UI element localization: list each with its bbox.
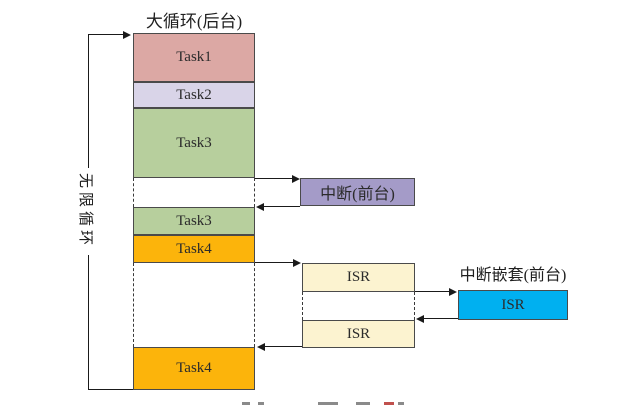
task4-label: Task4: [176, 240, 212, 257]
nested-isr-block: ISR: [458, 290, 568, 320]
task4-resume-label: Task4: [176, 360, 212, 376]
loop-vertical-line-lower: [88, 255, 89, 389]
task4-resume-block: Task4: [133, 347, 255, 390]
arrow-interrupt-return: [263, 206, 300, 207]
caption-clipped-mark: [356, 402, 370, 405]
arrow-isr-return-head-icon: [257, 343, 265, 351]
nested-interrupt-title: 中断嵌套(前台): [459, 267, 567, 284]
loop-bottom-line: [88, 389, 133, 390]
preempted-gap-interrupt: [133, 178, 255, 207]
arrow-nested-return: [423, 318, 458, 319]
interrupt-block: 中断(前台): [300, 178, 415, 206]
arrow-isr-to-nested: [415, 291, 450, 292]
task3-resume-label: Task3: [176, 212, 212, 229]
arrow-task4-to-isr-head-icon: [293, 259, 301, 267]
nested-isr-label: ISR: [501, 296, 525, 313]
task3-block: Task3: [133, 108, 255, 178]
caption-clipped-mark: [258, 402, 264, 405]
task3-label: Task3: [176, 134, 212, 151]
caption-clipped-mark: [384, 402, 394, 405]
caption-clipped-mark: [318, 402, 338, 405]
background-loop-title: 大循环(后台): [145, 12, 243, 31]
arrow-task3-to-interrupt-head-icon: [292, 175, 300, 183]
interrupt-label: 中断(前台): [320, 186, 395, 203]
caption-clipped-mark: [242, 402, 250, 405]
preempted-gap-isr: [133, 263, 255, 347]
arrow-nested-return-head-icon: [416, 315, 424, 323]
loop-top-arrowhead-icon: [123, 31, 131, 39]
isr1-block: ISR: [302, 263, 415, 292]
arrow-isr-return: [264, 346, 302, 347]
isr2-label: ISR: [346, 325, 371, 342]
task4-block: Task4: [133, 235, 255, 263]
task1-label: Task1: [176, 49, 212, 65]
arrow-task3-to-interrupt: [255, 178, 293, 179]
infinite-loop-label: 无限循环: [77, 172, 93, 249]
task2-block: Task2: [133, 82, 255, 108]
isr1-label: ISR: [346, 269, 371, 285]
loop-top-line: [88, 34, 125, 35]
caption-clipped-mark: [398, 402, 404, 405]
loop-vertical-line-upper: [88, 34, 89, 168]
arrow-task4-to-isr: [255, 262, 294, 263]
arrow-isr-to-nested-head-icon: [449, 288, 457, 296]
task3-resume-block: Task3: [133, 207, 255, 235]
isr2-block: ISR: [302, 320, 415, 348]
arrow-interrupt-return-head-icon: [256, 203, 264, 211]
task2-label: Task2: [176, 86, 212, 103]
task1-block: Task1: [133, 33, 255, 82]
isr-preempted-gap: [302, 292, 415, 320]
